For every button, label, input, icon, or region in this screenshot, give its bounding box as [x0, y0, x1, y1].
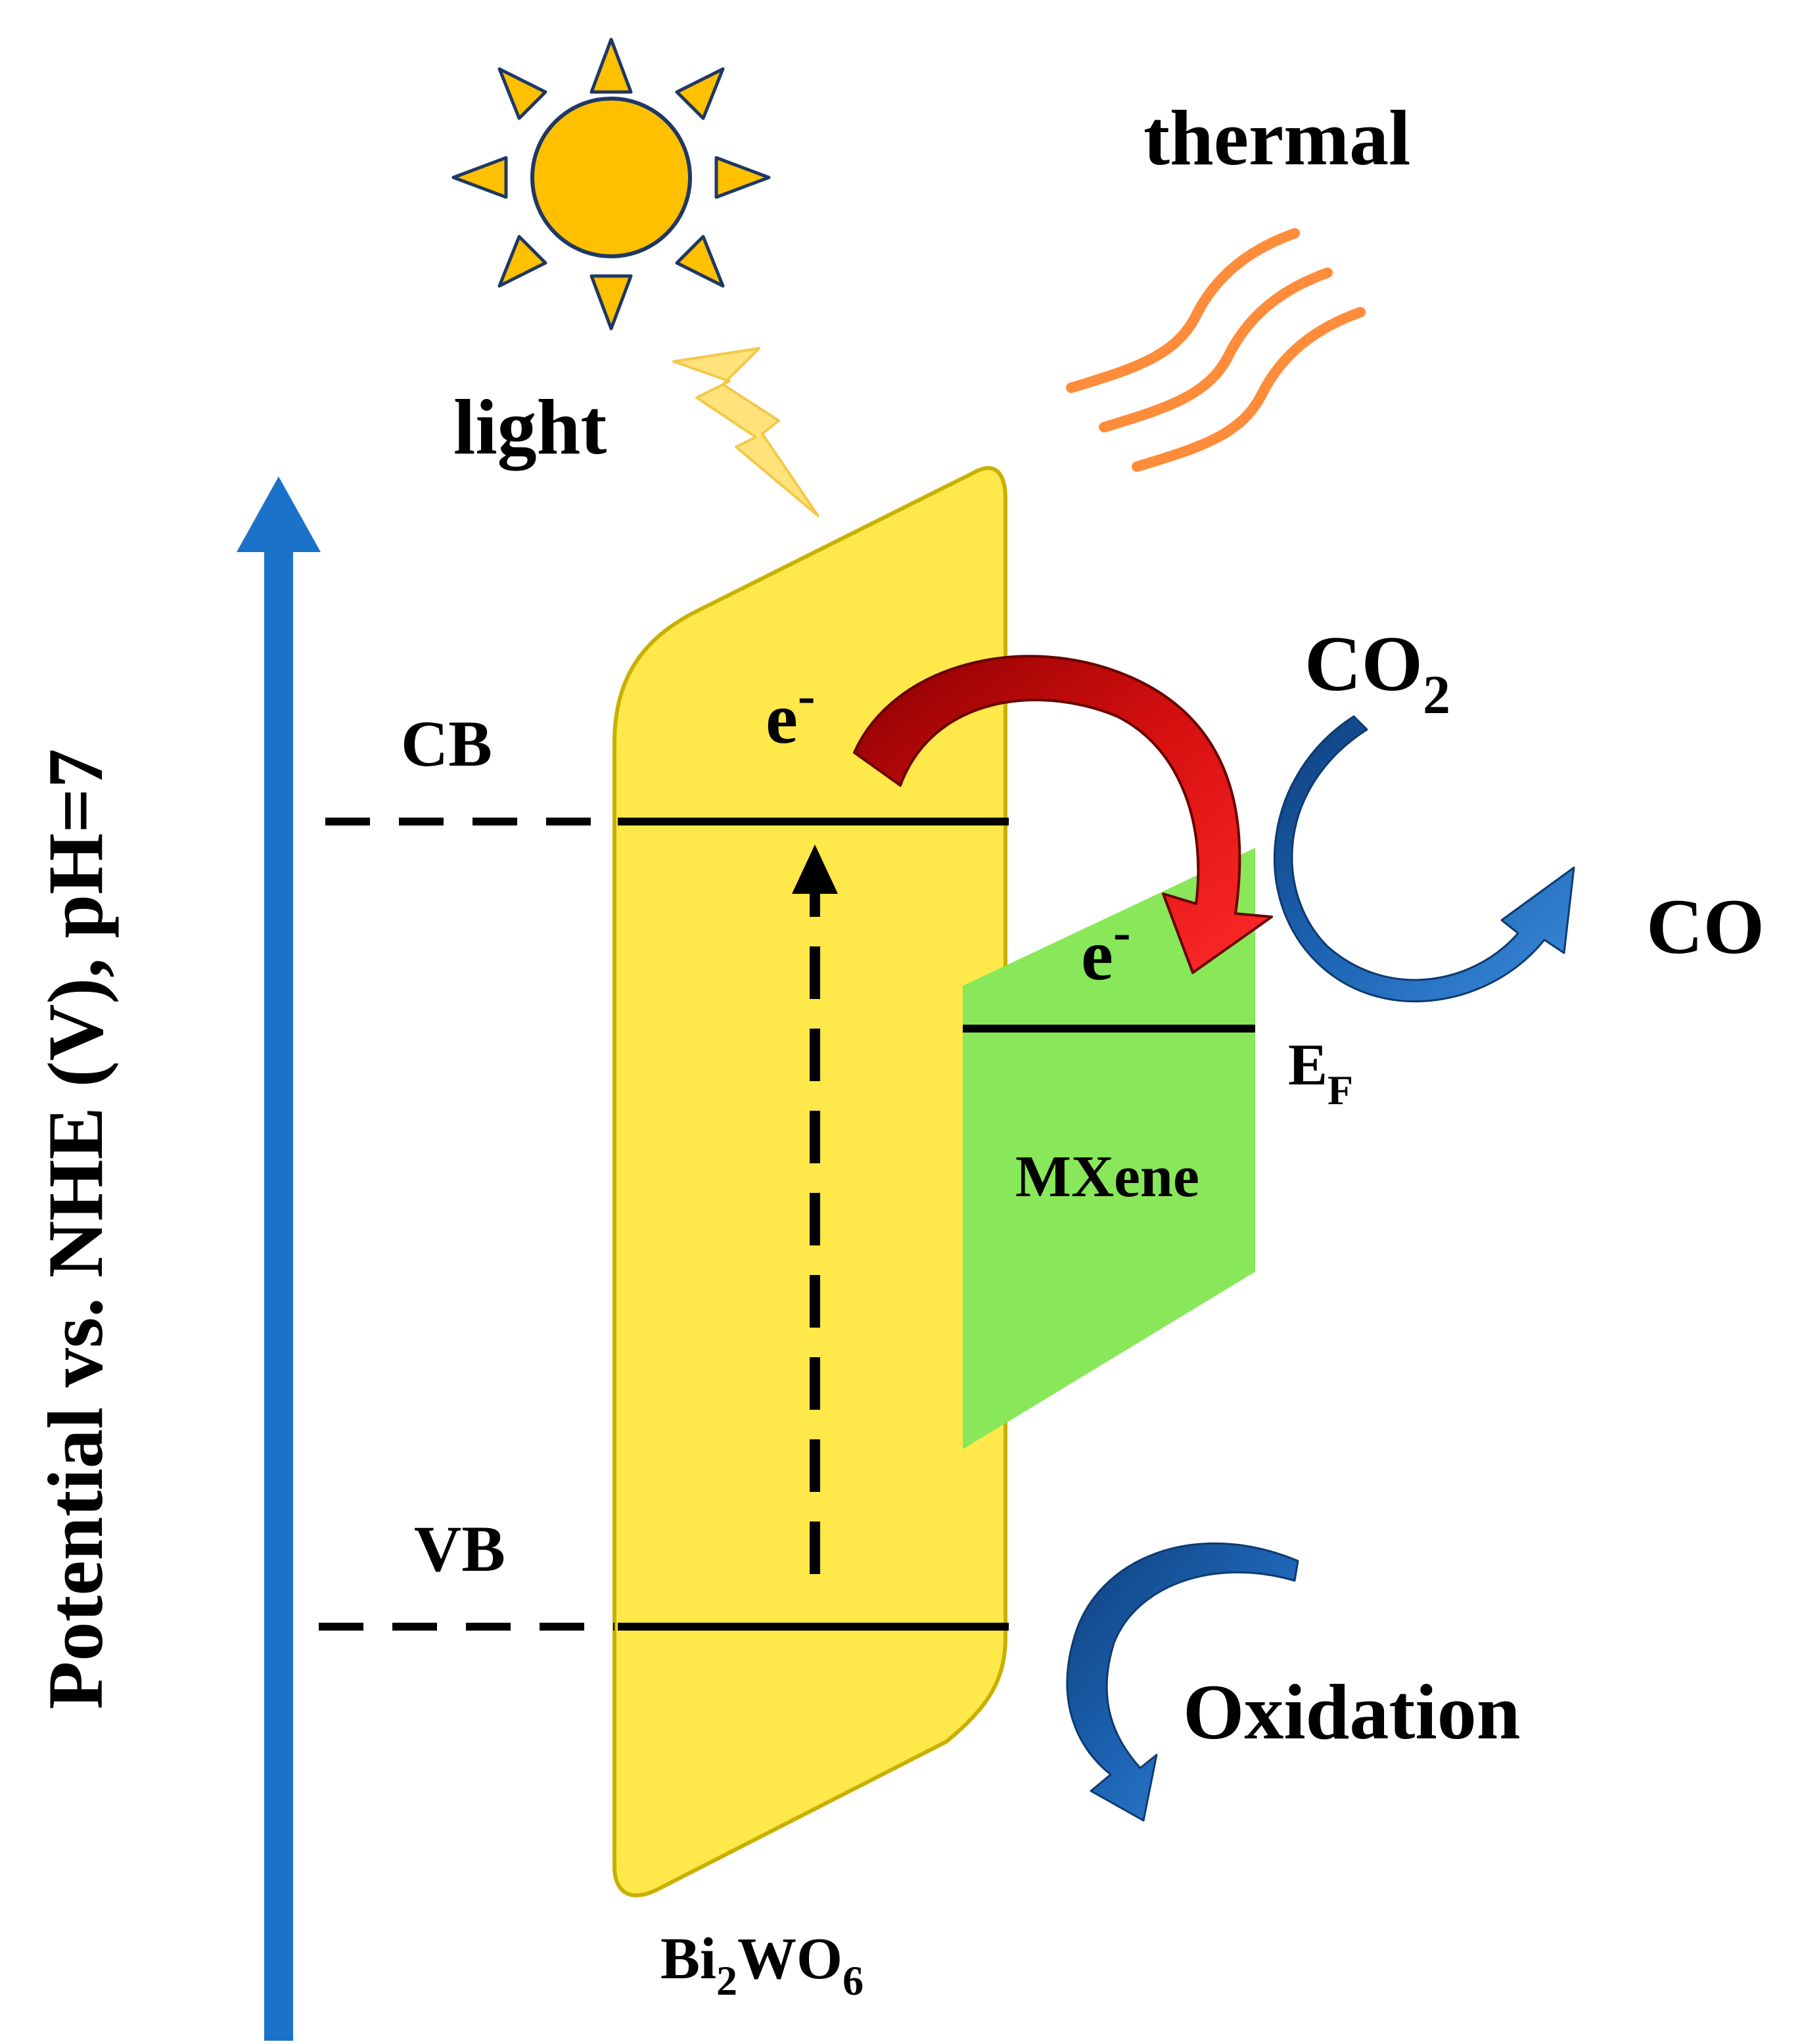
mxene-block [963, 848, 1255, 1449]
co2-reduction-arrow-icon [1273, 715, 1575, 1003]
mxene-label: MXene [1015, 1144, 1199, 1209]
co2-label: CO2 [1304, 620, 1450, 726]
lightning-icon [672, 347, 819, 517]
potential-axis [237, 476, 321, 2041]
electron-cb: e- [766, 667, 815, 758]
thermal-waves-icon [1066, 228, 1366, 472]
catalyst-label: Bi2WO6 [660, 1926, 864, 2004]
oxidation-label: Oxidation [1183, 1668, 1520, 1755]
vb-label: VB [414, 1512, 505, 1585]
electron-transfer-arrow-icon [853, 655, 1273, 974]
co-label: CO [1646, 883, 1765, 970]
cb-label: CB [401, 707, 492, 780]
oxidation-arrow-icon [1066, 1542, 1299, 1822]
thermal-label: thermal [1143, 94, 1411, 181]
axis-label: Potential vs. NHE (V), pH=7 [32, 749, 119, 1709]
electron-mxene: e- [1081, 904, 1130, 995]
fermi-label: EF [1288, 1033, 1353, 1113]
sun-icon [451, 37, 771, 331]
light-label: light [453, 383, 607, 471]
excitation-arrow-icon [792, 845, 838, 1574]
